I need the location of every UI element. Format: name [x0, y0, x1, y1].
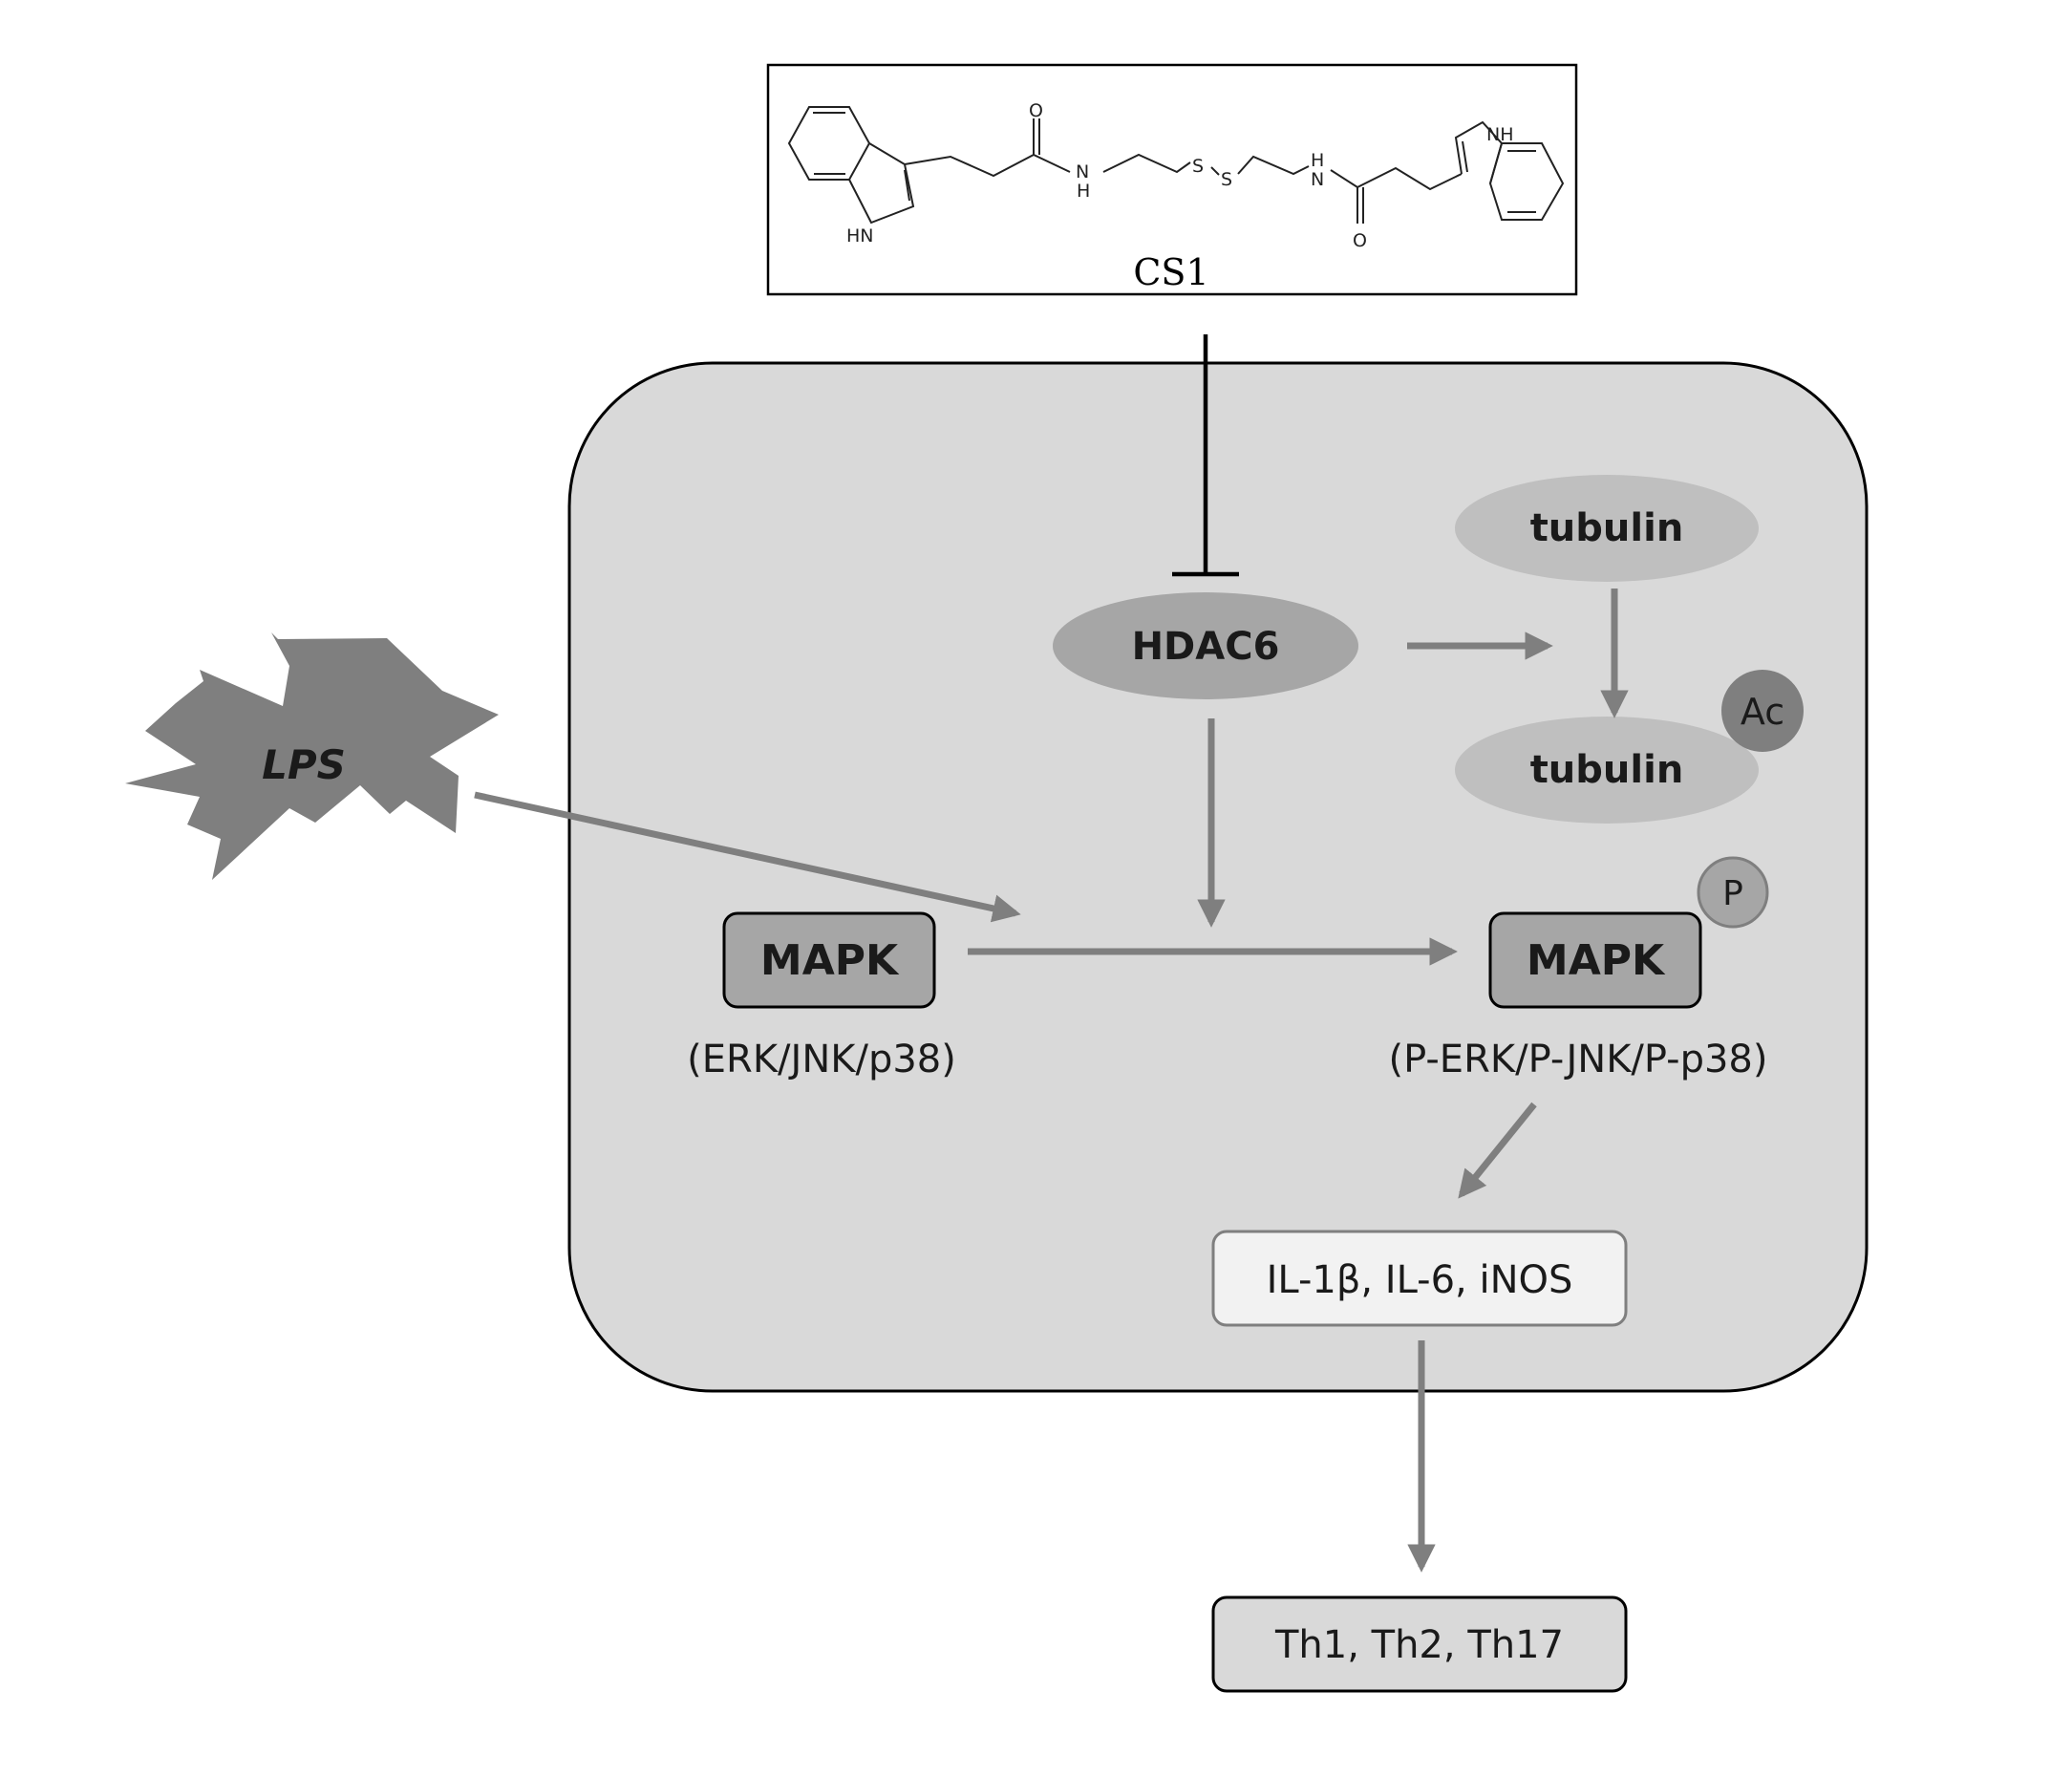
cytokines-label: IL-1β, IL-6, iNOS	[1267, 1258, 1573, 1302]
acetyl-badge	[1721, 670, 1804, 752]
t-cells-node	[1211, 1595, 1628, 1693]
atom-h-left: H	[1077, 181, 1090, 202]
phospho-mapk-node	[1488, 911, 1702, 1009]
arrow-mapk-to-cytokines	[1458, 1102, 1537, 1199]
atom-s2: S	[1221, 169, 1232, 190]
atom-n-left: N	[1076, 161, 1089, 182]
acetylated-tubulin-node	[1455, 717, 1759, 824]
atom-h-right: H	[1311, 150, 1324, 171]
atom-s1: S	[1192, 156, 1204, 177]
hdac6-node	[1053, 592, 1358, 699]
lps-starburst	[125, 632, 499, 880]
tubulin-label: tubulin	[1530, 506, 1684, 550]
phospho-badge-label: P	[1722, 874, 1743, 913]
inhibition-cs1-hdac6	[1172, 334, 1239, 577]
cs1-compound-box: O N H S S H N O HN NH CS1	[766, 63, 1578, 296]
cs1-structure-drawing	[787, 106, 1565, 225]
acetylated-tubulin-label: tubulin	[1530, 748, 1684, 792]
atom-n-right: N	[1311, 169, 1324, 190]
mapk-subtypes: (ERK/JNK/p38)	[687, 1038, 956, 1081]
mapk-node	[722, 911, 936, 1009]
hdac6-label: HDAC6	[1132, 625, 1280, 669]
lps-label: LPS	[262, 741, 346, 788]
acetyl-badge-label: Ac	[1741, 691, 1784, 733]
phospho-mapk-subtypes: (P-ERK/P-JNK/P-p38)	[1389, 1038, 1768, 1081]
atom-o-right: O	[1353, 230, 1367, 251]
t-cells-label: Th1, Th2, Th17	[1274, 1623, 1564, 1667]
arrow-lps-to-mapk	[474, 791, 1021, 923]
cell-body	[567, 361, 1869, 1393]
atom-hn-left-indole: HN	[846, 225, 874, 246]
tubulin-node	[1455, 475, 1759, 582]
phospho-badge	[1697, 856, 1769, 929]
compound-name: CS1	[1133, 251, 1208, 293]
atom-nh-right-indole: NH	[1486, 124, 1514, 145]
cytokines-node	[1211, 1230, 1628, 1327]
phospho-mapk-label: MAPK	[1527, 936, 1666, 985]
atom-o-left: O	[1029, 100, 1043, 121]
mapk-label: MAPK	[760, 936, 900, 985]
